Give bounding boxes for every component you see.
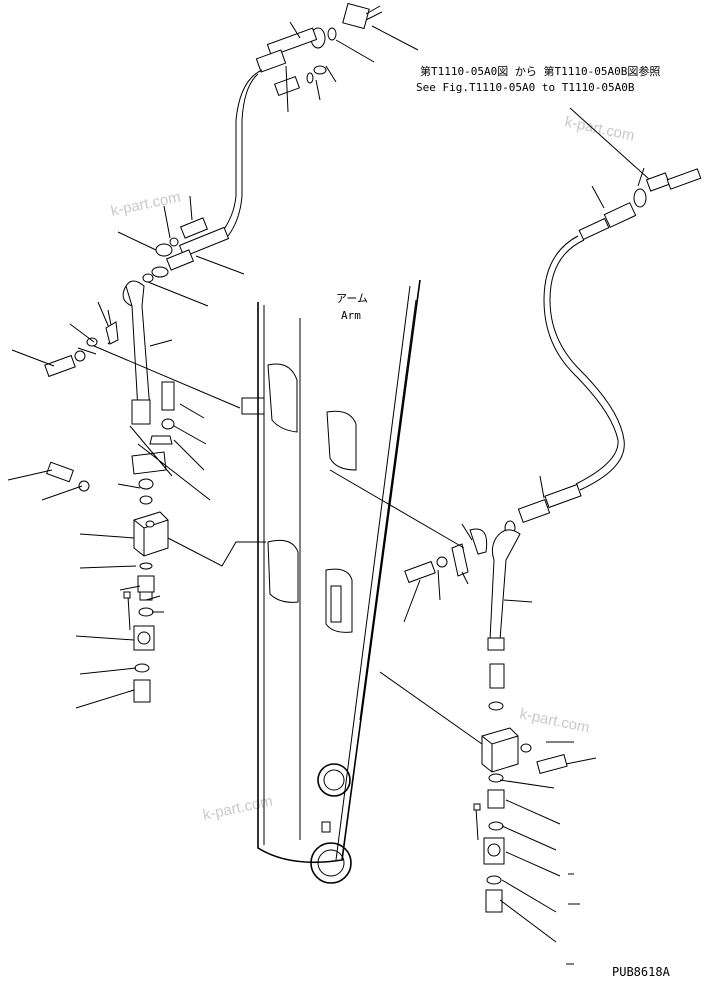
reference-note-en: See Fig.T1110-05A0 to T1110-05A0B — [416, 81, 635, 94]
watermark-3: k-part.com — [518, 705, 591, 736]
arm-boom — [241, 279, 421, 884]
arm-label-jp: アーム — [336, 292, 368, 305]
right-hose-assembly — [329, 107, 702, 965]
left-elbow-assembly — [7, 195, 266, 709]
top-hose-fittings — [221, 2, 419, 237]
watermark-2: k-part.com — [563, 113, 636, 144]
drawing-code: PUB8618A — [612, 965, 671, 979]
reference-note-jp: 第T1110-05A0図 から 第T1110-05A0B図参照 — [420, 64, 660, 78]
watermark-1: k-part.com — [109, 189, 182, 220]
watermark-4: k-part.com — [201, 793, 274, 824]
arm-label-en: Arm — [341, 309, 361, 322]
